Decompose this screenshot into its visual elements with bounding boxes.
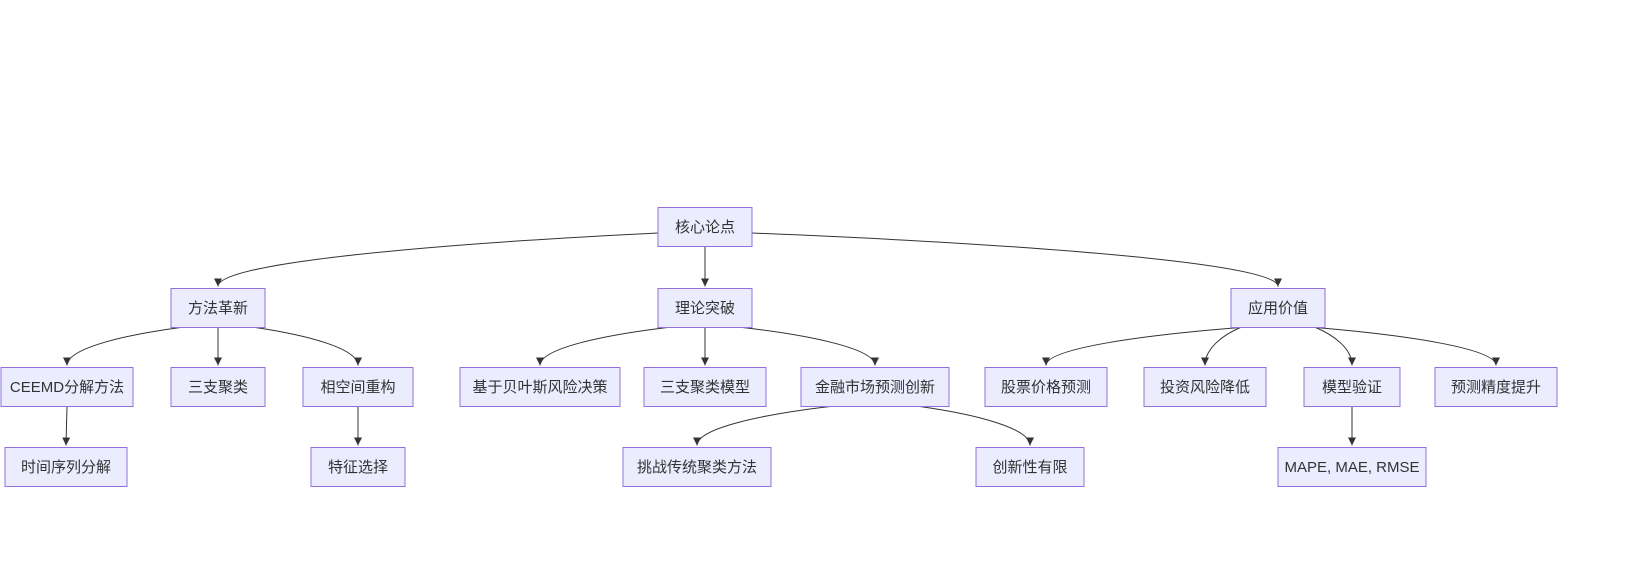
node-method: 方法革新 [170,288,266,328]
node-ceemd: CEEMD分解方法 [0,367,134,407]
node-box-challenge [622,447,772,487]
node-box-mape [1277,447,1427,487]
node-box-precision [1434,367,1558,407]
node-precision: 预测精度提升 [1434,367,1558,407]
node-value: 应用价值 [1230,288,1326,328]
node-label-feat_sel: 特征选择 [328,459,388,476]
edge-fin_innov-limited [919,406,1034,446]
edges-layer [62,232,1500,446]
node-theory: 理论突破 [657,288,753,328]
node-label-model_valid: 模型验证 [1322,379,1382,396]
edge-value-invest [1201,327,1241,366]
node-label-mape: MAPE, MAE, RMSE [1284,459,1419,476]
edge-method-phase [255,327,362,366]
node-box-twc_model [643,367,767,407]
node-ts_decomp: 时间序列分解 [4,447,128,487]
node-challenge: 挑战传统聚类方法 [622,447,772,487]
node-box-core [657,207,753,247]
node-box-invest [1143,367,1267,407]
edge-value-model_valid [1315,327,1356,366]
node-feat_sel: 特征选择 [310,447,406,487]
node-label-challenge: 挑战传统聚类方法 [637,459,757,476]
node-label-ceemd: CEEMD分解方法 [10,379,124,396]
node-phase: 相空间重构 [302,367,414,407]
node-box-ceemd [0,367,134,407]
node-label-ts_decomp: 时间序列分解 [21,459,111,476]
node-box-bayes [459,367,621,407]
node-fin_innov: 金融市场预测创新 [800,367,950,407]
node-label-precision: 预测精度提升 [1451,379,1541,396]
node-twc_model: 三支聚类模型 [643,367,767,407]
node-label-core: 核心论点 [675,219,735,236]
edge-theory-fin_innov [742,327,879,366]
edge-theory-bayes [536,327,668,366]
node-box-model_valid [1303,367,1401,407]
node-bayes: 基于贝叶斯风险决策 [459,367,621,407]
edge-core-value [751,232,1282,287]
node-box-three_cluster [170,367,266,407]
node-label-method: 方法革新 [188,300,248,317]
node-model_valid: 模型验证 [1303,367,1401,407]
node-box-ts_decomp [4,447,128,487]
node-box-theory [657,288,753,328]
edge-ceemd-ts_decomp [62,406,71,446]
node-label-three_cluster: 三支聚类 [188,379,248,396]
node-box-limited [975,447,1085,487]
node-label-invest: 投资风险降低 [1160,379,1250,396]
node-three_cluster: 三支聚类 [170,367,266,407]
edge-fin_innov-challenge [693,406,831,446]
node-core: 核心论点 [657,207,753,247]
node-box-stock [984,367,1108,407]
node-mape: MAPE, MAE, RMSE [1277,447,1427,487]
edge-value-precision [1315,327,1500,366]
node-limited: 创新性有限 [975,447,1085,487]
node-label-value: 应用价值 [1248,299,1308,317]
node-stock: 股票价格预测 [984,367,1108,407]
node-label-stock: 股票价格预测 [1001,379,1091,396]
edge-core-method [214,232,659,287]
edge-method-ceemd [63,327,181,366]
edge-value-stock [1042,327,1241,366]
node-box-feat_sel [310,447,406,487]
node-label-bayes: 基于贝叶斯风险决策 [472,379,607,396]
node-invest: 投资风险降低 [1143,367,1267,407]
node-label-limited: 创新性有限 [992,459,1067,476]
node-box-method [170,288,266,328]
node-label-fin_innov: 金融市场预测创新 [815,379,935,396]
node-label-phase: 相空间重构 [320,379,395,396]
node-label-twc_model: 三支聚类模型 [660,379,750,396]
node-box-value [1230,288,1326,328]
node-box-phase [302,367,414,407]
node-label-theory: 理论突破 [675,300,735,317]
node-box-fin_innov [800,367,950,407]
